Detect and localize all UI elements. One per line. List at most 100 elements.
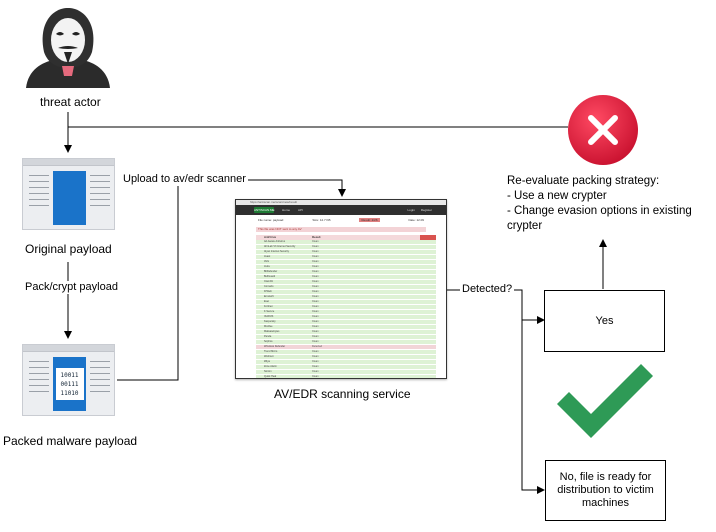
scan-av-name: AhnLab V3 Internet Security [264, 245, 296, 248]
scan-av-result: Clean [312, 375, 319, 378]
col-antivirus: AntiVirus [264, 235, 276, 239]
upload-label: Upload to av/edr scanner [121, 173, 248, 186]
scan-av-name: Windows Defender [264, 345, 286, 348]
scan-av-name: F-Secure [264, 310, 275, 313]
scan-av-name: Ad-Aware Antivirus [264, 240, 286, 243]
scan-av-name: Sophos [264, 340, 273, 343]
yes-box-text: Yes [595, 314, 614, 327]
green-checkmark-icon [557, 364, 653, 438]
scan-table-row: Avast Clean [256, 255, 436, 260]
scan-av-name: Avira [264, 265, 270, 268]
scan-av-result: Clean [312, 350, 319, 353]
scan-av-result: Clean [312, 305, 319, 308]
reevaluate-item: - Use a new crypter [507, 190, 607, 202]
scan-av-name: AVG [264, 260, 270, 263]
binary-digits-line: 11010 [60, 389, 79, 397]
no-ready-box: No, file is ready for distribution to vi… [545, 460, 666, 521]
scan-av-result: Clean [312, 290, 319, 293]
scan-table-row: IKARUS Clean [256, 315, 436, 320]
reevaluate-item: crypter [507, 220, 543, 232]
scan-av-result: Clean [312, 295, 319, 298]
scan-av-result: Clean [312, 325, 319, 328]
yes-box: Yes [544, 290, 665, 352]
scan-av-result: Clean [312, 300, 319, 303]
no-box-line2: distribution to victim [557, 484, 654, 496]
pack-crypt-label: Pack/crypt payload [24, 281, 119, 294]
scan-av-name: Comodo [264, 285, 274, 288]
reevaluate-item: - Change evasion options in existing [507, 205, 692, 217]
scan-av-result: Clean [312, 370, 319, 373]
scan-banner: This file was NOT sent to any AV [256, 227, 426, 232]
scan-av-result: Clean [312, 285, 319, 288]
scan-av-name: ClamAV [264, 280, 273, 283]
blue-document-icon [53, 171, 86, 225]
original-payload-document-icon [22, 158, 115, 230]
col-result: Result [312, 235, 321, 239]
scan-table-row: Windows Defender Detected [256, 345, 436, 350]
scan-av-name: BitDefender [264, 270, 278, 273]
scan-av-name: McAfee [264, 325, 273, 328]
scan-av-name: Zillya [264, 360, 270, 363]
scan-av-name: Alyac Internet Security [264, 250, 290, 253]
scanner-logo: ANTISCAN.ME [254, 207, 275, 213]
nav-home: Home [282, 208, 291, 212]
scan-av-result: Clean [312, 340, 319, 343]
scan-av-result: Clean [312, 330, 319, 333]
scan-av-result: Clean [312, 360, 319, 363]
scan-file-name: File name: payload [258, 217, 284, 222]
scan-av-result: Clean [312, 245, 319, 248]
packed-payload-document-icon: 10011 00111 11010 [22, 344, 115, 416]
scan-av-result: Clean [312, 250, 319, 253]
scan-av-result: Clean [312, 365, 319, 368]
binary-digits-line: 00111 [60, 380, 79, 388]
scan-av-result: Clean [312, 315, 319, 318]
scan-av-result: Clean [312, 310, 319, 313]
scan-av-name: Zone Alarm [264, 365, 277, 368]
scan-av-name: Avast [264, 255, 271, 258]
nav-login: Login [407, 208, 415, 212]
nav-api: API [298, 208, 303, 212]
scan-table-row: Quick Heal Clean [256, 375, 436, 378]
scan-av-name: Quick Heal [264, 375, 277, 378]
scan-table-row: ClamAV Clean [256, 280, 436, 285]
scan-file-size: Size: 12.7 KB [312, 217, 331, 222]
scan-table-row: Sophos Clean [256, 340, 436, 345]
no-box-line3: machines [581, 497, 630, 509]
scan-av-name: Trend Micro [264, 350, 278, 353]
scan-av-name: BullGuard [264, 275, 276, 278]
av-edr-scan-screenshot: https://antiscan.me/scan/new/result ANTI… [235, 199, 447, 379]
binary-digits-line: 10011 [60, 371, 79, 379]
scan-result: Result: 2/26 [359, 217, 380, 222]
hacker-icon [26, 8, 110, 88]
scan-av-name: Panda [264, 335, 272, 338]
binary-blue-document-icon: 10011 00111 11010 [53, 357, 86, 411]
scan-table-row: Trend Micro Clean [256, 350, 436, 355]
scan-date: Date: 12.09 [408, 217, 424, 222]
scan-av-result: Clean [312, 280, 319, 283]
no-box-line1: No, file is ready for [559, 471, 652, 483]
detected-label: Detected? [460, 283, 515, 296]
scan-av-name: Kaspersky [264, 320, 276, 323]
original-payload-label: Original payload [25, 242, 112, 256]
scan-av-result: Clean [312, 255, 319, 258]
scan-av-name: Fortinet [264, 305, 273, 308]
scan-av-result: Detected [312, 345, 323, 348]
address-bar: https://antiscan.me/scan/new/result [236, 200, 446, 205]
scan-av-name: IKARUS [264, 315, 274, 318]
scan-av-result: Clean [312, 240, 319, 243]
